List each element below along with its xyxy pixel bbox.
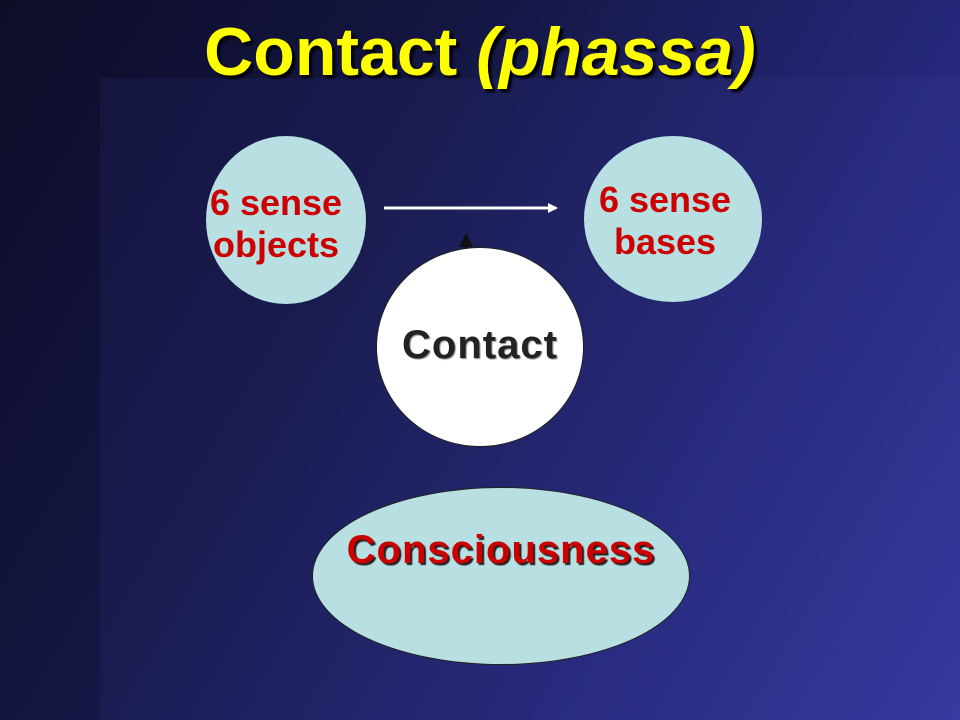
consciousness-label: Consciousness — [346, 528, 656, 572]
page-title: Contact (phassa) — [0, 18, 960, 86]
sense-bases-line1: 6 sense — [598, 179, 732, 220]
node-consciousness: Consciousness — [312, 487, 690, 665]
node-contact: Contact — [376, 247, 584, 447]
sense-objects-line1: 6 sense — [209, 182, 343, 223]
sense-bases-line2: bases — [613, 221, 717, 262]
title-italic: (phassa) — [476, 14, 756, 90]
title-main: Contact — [204, 14, 458, 90]
node-sense-objects: 6 sense objects — [206, 136, 366, 304]
node-sense-bases: 6 sense bases — [584, 136, 762, 302]
sense-objects-line2: objects — [212, 224, 340, 265]
contact-label: Contact — [402, 322, 558, 367]
